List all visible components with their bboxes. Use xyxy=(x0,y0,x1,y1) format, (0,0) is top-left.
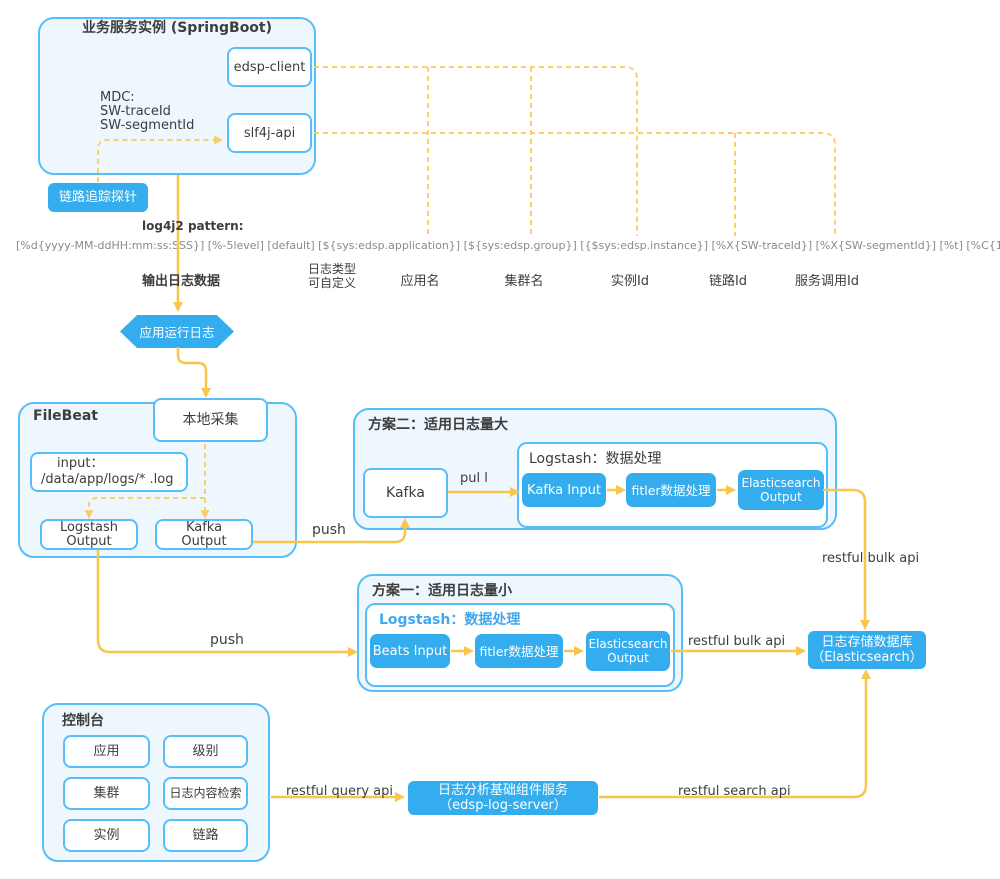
local-collect-box: 本地采集 xyxy=(153,398,268,442)
console-item-instance-label: 实例 xyxy=(93,828,120,843)
kafka-input-box: Kafka Input xyxy=(522,473,606,507)
plan1-es-output-box: Elasticsearch Output xyxy=(586,631,670,671)
plan1-title: 方案一：适用日志量小 xyxy=(372,583,512,599)
app-running-log-hexagon: 应用运行日志 xyxy=(120,315,234,348)
slf4j-api-label: slf4j-api xyxy=(243,125,296,141)
log-server-line2: （edsp-log-server） xyxy=(439,798,567,813)
plan1-filter-box: fitler数据处理 xyxy=(475,634,563,668)
es-store-line1: 日志存储数据库 xyxy=(821,635,913,650)
plan2-es-output-box: Elasticsearch Output xyxy=(738,470,824,510)
log-server-line1: 日志分析基础组件服务 xyxy=(437,783,568,798)
plan2-es-output-line1: Elasticsearch xyxy=(741,476,821,490)
flow-hexagon-filebeat xyxy=(176,347,211,398)
mdc-line2: SW-traceId xyxy=(100,104,171,119)
console-item-search: 日志内容检索 xyxy=(163,777,248,810)
search-api-label: restful search api xyxy=(678,784,791,799)
console-item-app-label: 应用 xyxy=(93,744,120,759)
console-item-app: 应用 xyxy=(63,735,150,768)
bulk-api-left-label: restful bulk api xyxy=(688,634,786,649)
console-item-level: 级别 xyxy=(163,735,248,768)
plan2-filter-box: fitler数据处理 xyxy=(626,473,716,507)
beats-input-label: Beats Input xyxy=(372,643,448,659)
es-store-line2: （Elasticsearch） xyxy=(811,650,923,665)
mdc-line1: MDC: xyxy=(100,90,135,105)
plan1-es-output-line2: Output xyxy=(607,651,649,665)
filebeat-input-line2: /data/app/logs/* .log xyxy=(41,472,174,487)
bulk-api-top-label: restful bulk api xyxy=(822,551,920,566)
edsp-client-label: edsp-client xyxy=(233,59,306,75)
filebeat-input-line1: input： xyxy=(57,456,104,471)
dash-edspclient-line xyxy=(314,66,638,236)
query-api-label: restful query api xyxy=(286,784,393,799)
col-app-label: 应用名 xyxy=(400,274,440,289)
console-item-level-label: 级别 xyxy=(192,744,219,759)
console-item-cluster-label: 集群 xyxy=(93,786,120,801)
plan2-logstash-title: Logstash：数据处理 xyxy=(529,451,662,467)
plan2-es-output-line2: Output xyxy=(760,490,802,504)
log-type-label: 日志类型 可自定义 xyxy=(300,262,364,290)
console-title: 控制台 xyxy=(62,713,104,729)
log4j2-pattern-value: [%d{yyyy-MM-ddHH:mm:ss:SSS}] [%-5level] … xyxy=(16,239,1000,252)
plan1-filter-label: fitler数据处理 xyxy=(479,643,559,659)
flow-logserver-esstore xyxy=(599,669,871,799)
beats-input-box: Beats Input xyxy=(370,634,450,668)
log-type-line1: 日志类型 xyxy=(307,262,356,276)
console-item-search-label: 日志内容检索 xyxy=(169,786,242,800)
kafka-output-box: Kafka Output xyxy=(155,519,253,550)
local-collect-label: 本地采集 xyxy=(182,411,239,428)
col-trace-label: 链路Id xyxy=(708,274,748,289)
kafka-box: Kafka xyxy=(363,468,448,518)
pull-label: pul l xyxy=(460,471,488,486)
plan2-filter-label: fitler数据处理 xyxy=(631,482,711,498)
plan1-es-output-line1: Elasticsearch xyxy=(588,637,668,651)
edsp-client-box: edsp-client xyxy=(227,47,312,87)
trace-probe-label: 链路追踪探针 xyxy=(58,190,137,205)
push-bottom-label: push xyxy=(210,632,244,648)
log-server-box: 日志分析基础组件服务 （edsp-log-server） xyxy=(408,781,598,815)
app-running-log-label: 应用运行日志 xyxy=(139,325,215,340)
kafka-output-line1: Kafka xyxy=(185,519,223,535)
log4j2-pattern-label: log4j2 pattern: xyxy=(142,219,244,233)
trace-probe-badge: 链路追踪探针 xyxy=(48,183,148,212)
console-item-instance: 实例 xyxy=(63,819,150,852)
kafka-input-label: Kafka Input xyxy=(527,482,601,498)
plan1-logstash-title: Logstash：数据处理 xyxy=(379,612,521,628)
log-type-line2: 可自定义 xyxy=(307,276,356,290)
console-item-trace-label: 链路 xyxy=(192,828,219,843)
mdc-text: MDC: SW-traceId SW-segmentId xyxy=(100,91,194,133)
plan2-title: 方案二：适用日志量大 xyxy=(368,417,508,433)
springboot-title-line2: (SpringBoot) xyxy=(170,20,273,36)
kafka-label: Kafka xyxy=(386,484,425,501)
filebeat-input-box: input： /data/app/logs/* .log xyxy=(30,452,188,492)
push-top-label: push xyxy=(312,522,346,538)
springboot-title-line1: 业务服务实例 xyxy=(81,20,166,36)
console-item-cluster: 集群 xyxy=(63,777,150,810)
col-segment-label: 服务调用Id xyxy=(794,274,860,289)
logstash-output-line1: Logstash xyxy=(59,519,119,535)
es-store-box: 日志存储数据库 （Elasticsearch） xyxy=(808,631,926,669)
logstash-output-line2: Output xyxy=(66,533,112,549)
col-cluster-label: 集群名 xyxy=(504,274,544,289)
logstash-output-box: Logstash Output xyxy=(40,519,138,550)
slf4j-api-box: slf4j-api xyxy=(227,113,312,153)
springboot-title: 业务服务实例 (SpringBoot) xyxy=(77,20,277,37)
col-instance-label: 实例Id xyxy=(610,274,650,289)
filebeat-title: FileBeat xyxy=(33,408,98,424)
dash-slf4j-line xyxy=(314,132,836,236)
console-item-trace: 链路 xyxy=(163,819,248,852)
mdc-line3: SW-segmentId xyxy=(100,118,195,133)
output-log-label: 输出日志数据 xyxy=(141,274,220,289)
kafka-output-line2: Output xyxy=(181,533,227,549)
